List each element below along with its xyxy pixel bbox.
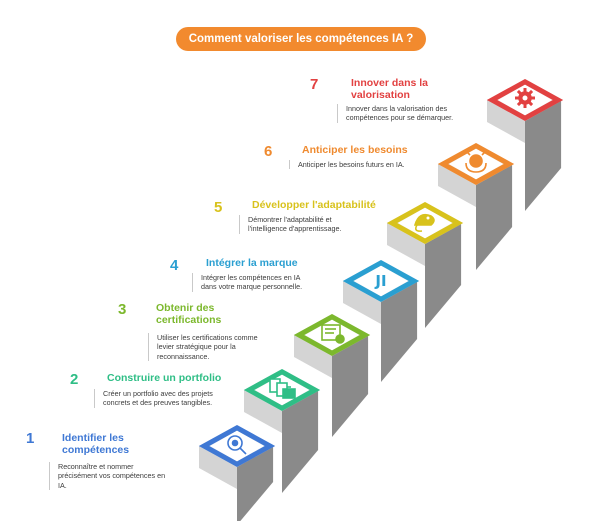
step-1-title-line: Identifier les: [62, 432, 124, 444]
stair-front-5: [387, 223, 425, 266]
step-4-description-line: dans votre marque personnelle.: [201, 282, 303, 292]
stair-riser-5: [425, 223, 462, 328]
step-7-tile: [486, 78, 564, 122]
crystal-ball-icon: [465, 151, 487, 173]
step-4-title-line: Intégrer la marque: [206, 257, 298, 269]
stair-riser-4: [381, 281, 418, 382]
svg-text:JI: JI: [374, 272, 386, 290]
stair-riser-1: [237, 446, 274, 521]
step-1-tile-inner: [210, 430, 264, 462]
step-3-title-line: certifications: [156, 314, 222, 326]
step-4-description-line: Intégrer les compétences en IA: [201, 273, 301, 282]
step-5-description-line: l'intelligence d'apprentissage.: [248, 224, 342, 234]
stair-front-3: [294, 335, 332, 378]
step-2-description-line: Créer un portfolio avec des projets: [103, 389, 213, 398]
step-3-title-line: Obtenir des: [156, 302, 215, 314]
stair-riser-6: [476, 164, 513, 270]
step-6-number: 6: [264, 143, 273, 160]
stair-riser-2: [282, 390, 319, 493]
step-6-title: Anticiper les besoins: [302, 144, 408, 156]
step-1-number: 1: [26, 430, 35, 447]
stair-front-1: [199, 446, 237, 489]
step-2-description-line: concrets et des preuves tangibles.: [103, 398, 213, 408]
stair-front-6: [438, 164, 476, 207]
step-5-title-line: Développer l'adaptabilité: [252, 199, 376, 211]
stair-front-2: [244, 390, 282, 433]
step-7-title-line: valorisation: [351, 89, 410, 101]
stair-front-7: [487, 100, 525, 143]
brand-letter-icon: JI: [374, 272, 386, 290]
step-6-tile: [437, 142, 515, 186]
step-4-tile: [342, 259, 420, 303]
step-4-number: 4: [170, 257, 179, 274]
step-4-title: Intégrer la marque: [206, 257, 298, 269]
step-6-title-line: Anticiper les besoins: [302, 144, 408, 156]
step-5-number: 5: [214, 199, 223, 216]
step-7-title-line: Innover dans la: [351, 77, 429, 89]
step-5-description-line: Démontrer l'adaptabilité et: [248, 215, 332, 224]
step-2-title-line: Construire un portfolio: [107, 372, 222, 384]
step-2-title: Construire un portfolio: [107, 372, 221, 384]
step-3-description-line: levier stratégique pour la: [157, 342, 236, 352]
step-7-description-line: compétences pour se démarquer.: [346, 113, 454, 123]
search-gear-icon: [227, 435, 247, 455]
step-3-description-line: Utiliser les certifications comme: [157, 333, 258, 342]
step-3-description-line: reconnaissance.: [157, 351, 210, 361]
step-3-tile: [293, 313, 371, 357]
step-7-description-line: Innover dans la valorisation des: [346, 104, 448, 113]
stair-front-4: [343, 281, 381, 324]
step-6-description-line: Anticiper les besoins futurs en IA.: [298, 160, 405, 169]
step-2-number: 2: [70, 371, 79, 388]
portfolio-documents-icon: [269, 378, 296, 399]
step-1-tile: [198, 424, 276, 468]
stair-riser-7: [525, 100, 562, 211]
step-1-description-line: Reconnaître et nommer: [58, 462, 134, 471]
step-5-title: Développer l'adaptabilité: [252, 199, 376, 211]
step-6-description: Anticiper les besoins futurs en IA.: [289, 160, 405, 170]
step-2-tile: [243, 368, 321, 412]
certificate-icon: [321, 324, 345, 344]
chameleon-icon: [413, 213, 435, 232]
step-1-description-line: précisément vos compétences en: [58, 471, 166, 481]
step-3-number: 3: [118, 301, 127, 318]
step-1-description-line: IA.: [58, 480, 67, 490]
step-7-number: 7: [310, 76, 319, 93]
step-1-title-line: compétences: [62, 444, 130, 456]
page-title: Comment valoriser les compétences IA ?: [176, 27, 426, 51]
stair-riser-3: [332, 335, 369, 437]
gear-icon: [515, 88, 535, 108]
step-5-tile: [386, 201, 464, 245]
step-4-tile-inner: [354, 265, 408, 297]
